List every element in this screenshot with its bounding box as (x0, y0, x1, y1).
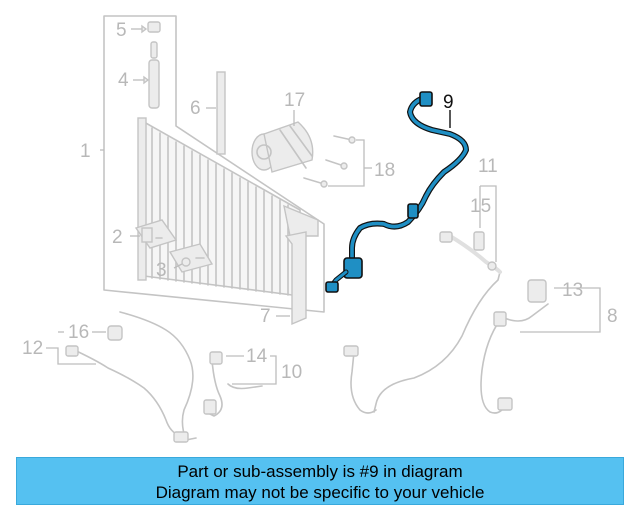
callout-12: 12 (22, 338, 43, 359)
info-banner: Part or sub-assembly is #9 in diagram Di… (16, 457, 624, 505)
drier-cap (131, 21, 161, 34)
bolts-3 (168, 243, 214, 273)
callout-17: 17 (284, 90, 305, 111)
callout-14: 14 (246, 346, 268, 367)
condenser-frame (100, 15, 325, 313)
callout-5: 5 (116, 20, 127, 41)
hose-12 (46, 311, 197, 443)
part-9-fitting-top (419, 91, 433, 107)
callout-11: 11 (478, 156, 498, 177)
part-9-fitting-bottom (325, 281, 339, 293)
compressor (251, 110, 314, 173)
callout-9: 9 (443, 92, 454, 113)
callout-3: 3 (156, 260, 167, 281)
callout-1: 1 (80, 141, 91, 162)
banner-line-part: Part or sub-assembly is #9 in diagram (177, 462, 463, 481)
pressure-line-11 (343, 185, 502, 414)
callout-8: 8 (607, 306, 618, 327)
callout-18: 18 (374, 160, 395, 181)
insulator-2 (130, 219, 178, 249)
callout-4: 4 (118, 70, 129, 91)
callout-16: 16 (68, 322, 89, 343)
callout-15: 15 (470, 196, 491, 217)
compressor-bolts (303, 135, 372, 188)
callout-2: 2 (112, 227, 123, 248)
bracket-7 (276, 231, 307, 326)
hose-10 (203, 351, 277, 417)
part-9-valve-block (343, 257, 363, 279)
highlighted-part-9 (325, 91, 469, 293)
callout-10: 10 (281, 362, 302, 383)
parts-diagram: 1 2 3 4 5 6 7 8 9 10 11 12 13 14 15 16 1… (22, 15, 618, 443)
receiver-drier (133, 41, 160, 109)
banner-line-disclaimer: Diagram may not be specific to your vehi… (155, 483, 485, 502)
bracket-6 (206, 71, 226, 155)
suction-line-8 (480, 279, 601, 414)
callout-7: 7 (260, 306, 271, 327)
part-9-coupler (407, 203, 419, 219)
callout-13: 13 (562, 280, 583, 301)
callout-6: 6 (190, 98, 201, 119)
